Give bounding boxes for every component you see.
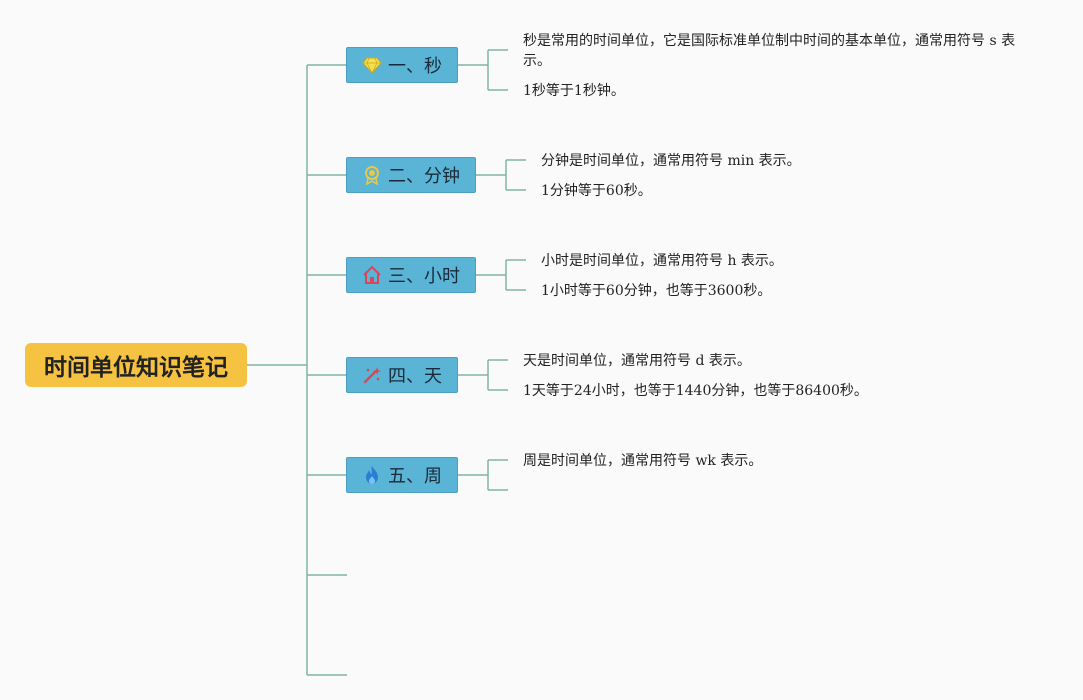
branch-topic-hour[interactable]: 三、小时 <box>346 257 476 293</box>
branch-label: 四、天 <box>388 366 442 387</box>
diamond-icon <box>362 55 382 75</box>
root-topic[interactable]: 时间单位知识笔记 <box>25 343 247 387</box>
branch-topic-minute[interactable]: 二、分钟 <box>346 157 476 193</box>
root-topic-label: 时间单位知识笔记 <box>44 355 228 381</box>
branch-label: 五、周 <box>388 466 442 487</box>
note-day-definition[interactable]: 天是时间单位，通常用符号 d 表示。 <box>523 353 751 369</box>
note-minute-definition[interactable]: 分钟是时间单位，通常用符号 min 表示。 <box>541 153 801 169</box>
note-second-conversion[interactable]: 1秒等于1秒钟。 <box>523 83 625 99</box>
branch-label: 三、小时 <box>388 266 460 287</box>
note-week-definition[interactable]: 周是时间单位，通常用符号 wk 表示。 <box>523 453 763 469</box>
branch-topic-day[interactable]: 四、天 <box>346 357 458 393</box>
note-hour-definition[interactable]: 小时是时间单位，通常用符号 h 表示。 <box>541 253 783 269</box>
branch-label: 一、秒 <box>388 56 442 77</box>
flame-icon <box>362 465 382 485</box>
note-day-conversion[interactable]: 1天等于24小时，也等于1440分钟，也等于86400秒。 <box>523 383 868 399</box>
branch-label: 二、分钟 <box>388 166 460 187</box>
home-icon <box>362 265 382 285</box>
magic-wand-icon <box>362 365 382 385</box>
note-second-definition[interactable]: 秒是常用的时间单位，它是国际标准单位制中时间的基本单位，通常用符号 s 表示。 <box>523 33 1016 69</box>
note-minute-conversion[interactable]: 1分钟等于60秒。 <box>541 183 652 199</box>
branch-topic-week[interactable]: 五、周 <box>346 457 458 493</box>
award-medal-icon <box>362 165 382 185</box>
branch-topic-second[interactable]: 一、秒 <box>346 47 458 83</box>
note-hour-conversion[interactable]: 1小时等于60分钟，也等于3600秒。 <box>541 283 772 299</box>
